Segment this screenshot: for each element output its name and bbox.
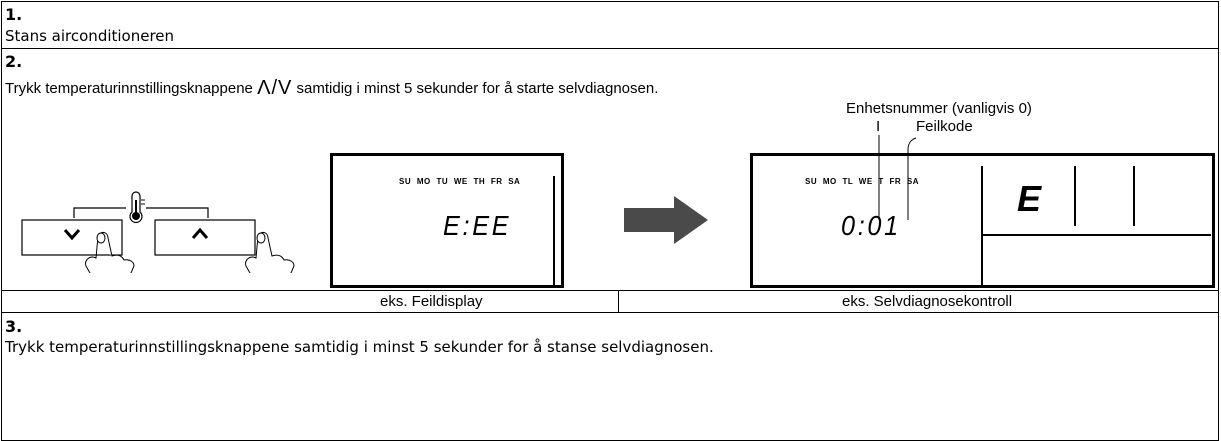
pointer-label: I bbox=[876, 118, 881, 135]
divider bbox=[1, 312, 1219, 313]
self-diagnosis-lcd-display: SU MO TL WE T FR SA 0:01 E bbox=[750, 153, 1215, 288]
error-code-label: Feilkode bbox=[916, 118, 973, 135]
step-1-text: Stans airconditioneren bbox=[5, 27, 175, 45]
step-3-text: Trykk temperaturinnstillingsknappene sam… bbox=[5, 338, 714, 356]
segment-divider bbox=[553, 176, 555, 286]
error-letter-readout: E bbox=[1017, 178, 1042, 219]
arrow-right-icon bbox=[624, 196, 708, 244]
segment-divider bbox=[981, 166, 983, 286]
step-1-number: 1. bbox=[5, 5, 23, 24]
segment-divider bbox=[981, 234, 1211, 236]
segment-divider bbox=[1074, 166, 1076, 226]
step-2-text-after: samtidig i minst 5 sekunder for å starte… bbox=[296, 80, 659, 97]
temperature-buttons-illustration bbox=[21, 191, 295, 273]
divider bbox=[1, 48, 1219, 49]
arrows-symbol: Λ/V bbox=[257, 77, 293, 99]
step-2-text-before: Trykk temperaturinnstillingsknappene bbox=[5, 80, 253, 97]
unit-number-label: Enhetsnummer (vanligvis 0) bbox=[846, 100, 1032, 117]
segment-divider bbox=[1133, 166, 1135, 226]
weekday-row: SU MO TU WE TH FR SA bbox=[399, 177, 521, 186]
hand-icon bbox=[245, 231, 295, 273]
divider bbox=[1, 290, 1219, 291]
step-3-number: 3. bbox=[5, 317, 23, 336]
chevron-down-icon bbox=[63, 229, 81, 241]
label-pointers bbox=[878, 135, 917, 220]
hand-icon bbox=[85, 231, 135, 273]
weekday-row: SU MO TL WE T FR SA bbox=[805, 177, 920, 186]
caption-divider bbox=[618, 290, 619, 312]
error-code-readout: E:EE bbox=[443, 210, 512, 241]
step-2-number: 2. bbox=[5, 52, 23, 71]
thermometer-icon bbox=[129, 191, 145, 223]
error-lcd-display: SU MO TU WE TH FR SA E:EE bbox=[330, 153, 564, 288]
unit-error-readout: 0:01 bbox=[841, 210, 901, 241]
caption-self-diagnosis: eks. Selvdiagnosekontroll bbox=[842, 293, 1013, 310]
step-2-text: Trykk temperaturinnstillingsknappene Λ/V… bbox=[5, 77, 658, 100]
caption-error-display: eks. Feildisplay bbox=[380, 293, 483, 310]
chevron-up-icon bbox=[191, 227, 209, 239]
